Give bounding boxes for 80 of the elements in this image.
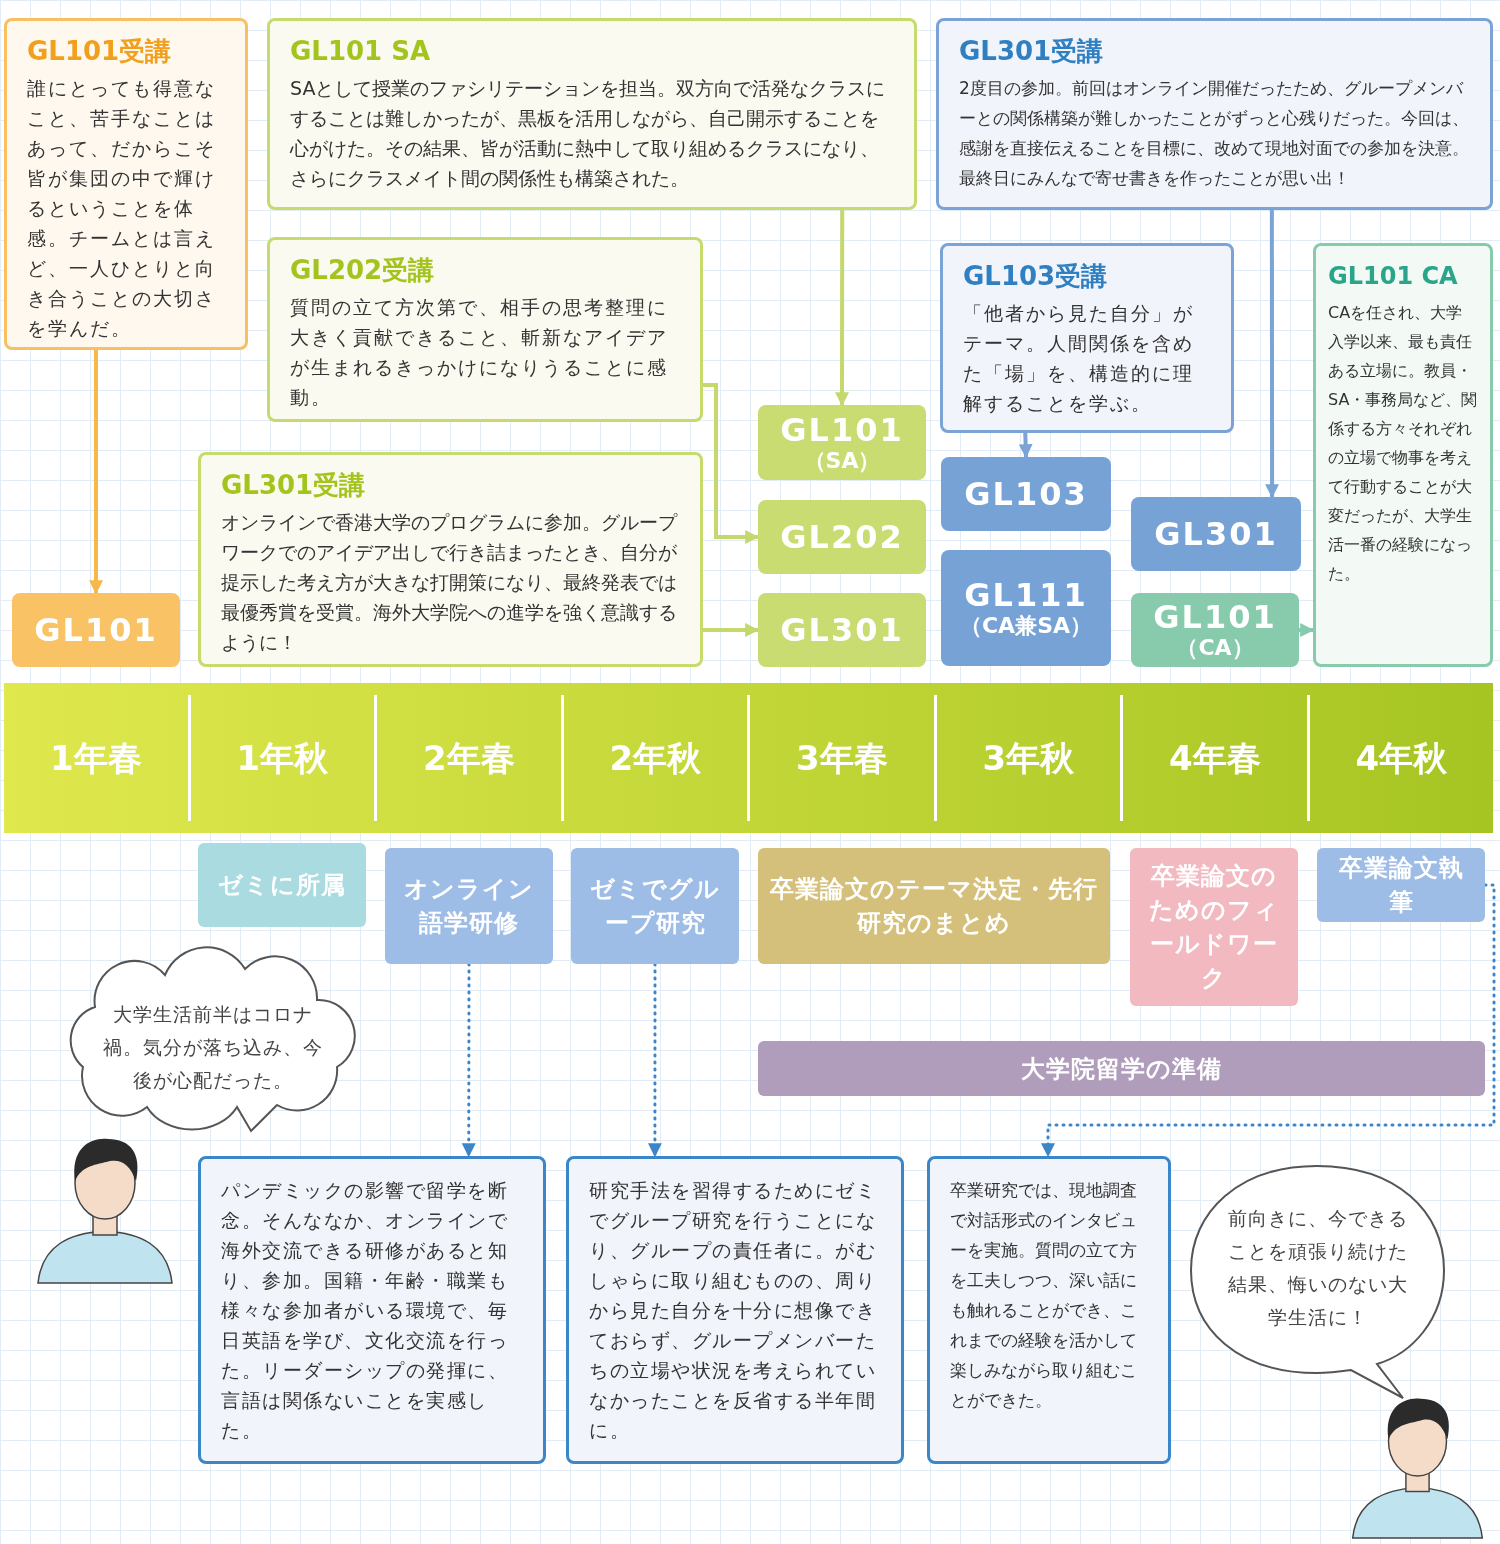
note-card <box>936 18 1493 210</box>
card-title: GL301受講 <box>959 35 1105 68</box>
activity-box <box>758 848 1110 964</box>
activity-text: 大学院留学の準備 <box>1021 1053 1222 1085</box>
dotted-arrow <box>1041 883 1496 1158</box>
course-code: GL301 <box>1154 516 1278 552</box>
arrow <box>703 383 760 544</box>
card-title: GL101 SA <box>290 35 432 68</box>
activity-text: オンライン語学研修 <box>403 874 535 939</box>
activity-text: 卒業論文執筆 <box>1337 853 1465 918</box>
season-label: 1年春 <box>49 736 142 780</box>
activity-text: 卒業論文のためのフィールドワーク <box>1148 861 1280 994</box>
season-label: 3年秋 <box>982 736 1075 780</box>
card-title: GL301受講 <box>221 469 367 502</box>
note-card <box>267 237 703 422</box>
speech-text: 前向きに、今できることを頑張り続けた結果、悔いのない大学生活に！ <box>1226 1206 1409 1330</box>
activity-box <box>385 848 553 964</box>
season-label: 4年秋 <box>1355 736 1448 780</box>
course-box <box>758 405 926 480</box>
speech-text: 大学生活前半はコロナ禍。気分が落ち込み、今後が心配だった。 <box>101 1002 324 1093</box>
activity-box <box>198 843 366 927</box>
story-card <box>198 1156 546 1464</box>
course-role: （CA兼SA） <box>959 613 1092 639</box>
activity-box <box>571 848 739 964</box>
card-title: GL101受講 <box>27 35 173 68</box>
dotted-arrow <box>461 962 476 1158</box>
dotted-arrow <box>647 962 662 1158</box>
note-card <box>198 452 703 667</box>
course-code: GL101 <box>780 411 904 448</box>
card-text: 質問の立て方次第で、相手の思考整理に大きく貢献できること、斬新なアイデアが生まれるきっかけになりうることに感動。 <box>290 295 669 410</box>
course-box <box>941 457 1111 531</box>
season-label: 2年春 <box>422 736 515 780</box>
course-code: GL202 <box>780 519 904 555</box>
note-card <box>4 18 248 350</box>
note-card <box>940 243 1234 433</box>
arrow <box>1018 432 1033 459</box>
activity-text: ゼミに所属 <box>218 870 346 901</box>
course-code: GL301 <box>780 612 904 648</box>
card-text: CAを任され、大学入学以来、最も責任ある立場に。教員・SA・事務局など、関係する方々それぞれの立場で物事を考えて行動することが大変だったが、大学生活一番の経験になった。 <box>1328 302 1478 585</box>
course-role: （SA） <box>803 447 881 474</box>
story-text: 研究手法を習得するためにゼミでグループ研究を行うことになり、グループの責任者に。がむしゃらに取り組むものの、周りから見た自分を十分に想像できておらず、グループメンバーたちの立場や状況を考えられていなかったことを反省する半年間に。 <box>589 1178 877 1443</box>
course-box <box>1131 593 1299 667</box>
card-title: GL202受講 <box>290 254 436 287</box>
story-card <box>927 1156 1171 1464</box>
story-card <box>566 1156 904 1464</box>
course-box <box>941 550 1111 666</box>
season-label: 2年秋 <box>609 736 702 780</box>
course-box <box>758 593 926 667</box>
course-code: GL111 <box>964 577 1088 613</box>
story-text: 卒業研究では、現地調査で対話形式のインタビューを実施。質問の立て方を工夫しつつ、深い話にも触れることができ、これまでの経験を活かして楽しみながら取り組むことができた。 <box>950 1179 1138 1412</box>
card-text: 「他者から見た自分」がテーマ。人間関係を含めた「場」を、構造的に理解することを学ぶ。 <box>963 301 1195 416</box>
season-label: 4年春 <box>1168 736 1261 780</box>
note-card <box>267 18 917 210</box>
activity-box <box>1317 848 1485 922</box>
activity-box <box>758 1041 1485 1096</box>
activity-text: 卒業論文のテーマ決定・先行研究のまとめ <box>770 874 1098 939</box>
course-role: （CA） <box>1176 635 1254 661</box>
arrow <box>89 350 103 595</box>
arrow <box>703 623 760 637</box>
arrow <box>1265 210 1280 499</box>
course-code: GL101 <box>34 612 158 648</box>
story-text: パンデミックの影響で留学を断念。そんななか、オンラインで海外交流できる研修があると知り、参加。国籍・年齢・職業も様々な参加者がいる環境で、毎日英語を学び、文化交流を行った。リーダーシップの発揮に、言語は関係ないことを実感した。 <box>221 1178 509 1443</box>
course-box <box>12 593 180 667</box>
card-text: 誰にとっても得意なこと、苦手なことはあって、だからこそ皆が集団の中で輝けるということを体感。チームとは言えど、一人ひとりと向き合うことの大切さを学んだ。 <box>27 76 217 341</box>
note-card <box>1313 243 1493 667</box>
season-label: 1年秋 <box>236 736 329 780</box>
course-code: GL101 <box>1153 599 1277 635</box>
card-text: オンラインで香港大学のプログラムに参加。グループワークでのアイデア出しで行き詰まったとき、自分が提示した考え方が大きな打開策になり、最終発表では最優秀賞を受賞。海外大学院への進学を強く意識するように！ <box>221 510 679 655</box>
card-title: GL103受講 <box>963 260 1109 293</box>
card-text: 2度目の参加。前回はオンライン開催だったため、グループメンバーとの関係構築が難しかったことがずっと心残りだった。今回は、感謝を直接伝えることを目標に、改めて現地対面での参加を決意。最終日にみんなで寄せ書きを作ったことが思い出！ <box>959 77 1470 190</box>
card-title: GL101 CA <box>1328 261 1459 292</box>
course-code: GL103 <box>964 476 1088 512</box>
course-box <box>1131 497 1301 571</box>
arrow <box>835 210 849 407</box>
course-box <box>758 500 926 574</box>
activity-box <box>1130 848 1298 1006</box>
season-label: 3年春 <box>795 736 888 780</box>
card-text: SAとして授業のファシリテーションを担当。双方向で活発なクラスにすることは難しかったが、黒板を活用しながら、自己開示することを心がけた。その結果、皆が活動に熱中して取り組めるクラスになり、さらにクラスメイト間の関係性も構築された。 <box>290 76 887 191</box>
arrow <box>1299 623 1315 637</box>
activity-text: ゼミでグループ研究 <box>589 874 721 939</box>
